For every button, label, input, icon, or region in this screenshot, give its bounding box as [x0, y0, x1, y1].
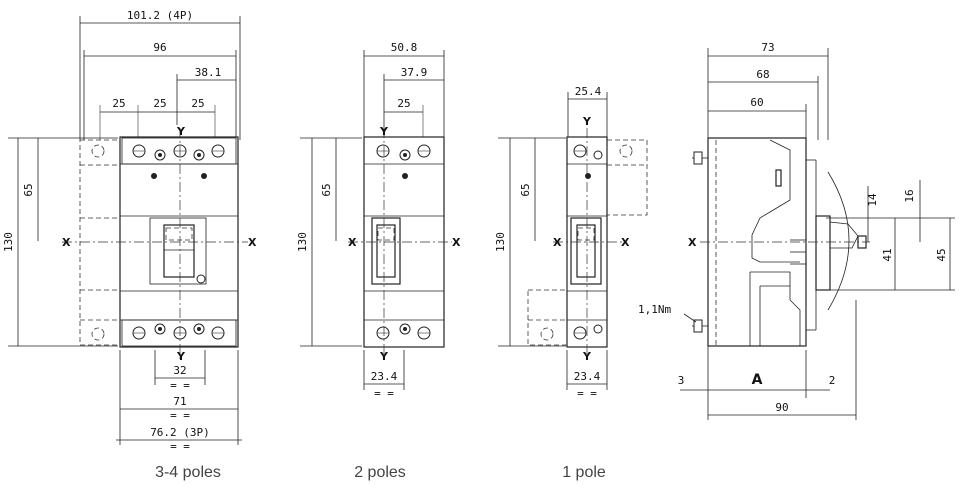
caption-2-poles: 2 poles	[354, 464, 406, 481]
dim-pitch-2p: 25	[397, 97, 410, 110]
dim-height-130: 130	[2, 232, 15, 252]
dim-bottom-71: 71	[173, 395, 186, 408]
eq-mark-71: = =	[170, 409, 190, 422]
dim-left-3: 3	[678, 374, 685, 387]
one-pole-view: 25.4 65 130 X X Y Y 23.4	[494, 85, 648, 481]
caption-1-pole: 1 pole	[562, 464, 606, 481]
dim-h-41: 41	[881, 248, 894, 261]
two-pole-view: 50.8 37.9 25 65 130 X X Y Y 23.4 = =	[296, 41, 461, 481]
dim-bottom-32: 32	[173, 364, 186, 377]
dim-bottom-3p: 76.2 (3P)	[150, 426, 210, 439]
label-a: A	[752, 372, 763, 388]
dim-height-65-1p: 65	[519, 183, 532, 196]
dim-depth-73: 73	[761, 41, 774, 54]
dim-width-4p: 101.2 (4P)	[127, 9, 193, 22]
dim-width-37-9: 37.9	[401, 66, 428, 79]
axis-x-right-1p: X	[621, 236, 630, 249]
eq-mark-2p: = =	[374, 387, 394, 400]
axis-y-bottom: Y	[176, 350, 186, 363]
axis-x-side: X	[688, 236, 697, 249]
torque-label: 1,1Nm	[638, 303, 671, 316]
axis-x-right: X	[248, 236, 257, 249]
axis-x-left-2p: X	[348, 236, 357, 249]
dim-right-2: 2	[829, 374, 836, 387]
dim-h-45: 45	[935, 248, 948, 261]
eq-mark-1p: = =	[577, 387, 597, 400]
dim-pitch-2: 25	[153, 97, 166, 110]
axis-x-left-1p: X	[553, 236, 562, 249]
dim-depth-60: 60	[750, 96, 763, 109]
axis-y-top: Y	[176, 125, 186, 138]
axis-x-left: X	[62, 236, 71, 249]
dim-h-16: 16	[903, 189, 916, 202]
caption-3-4-poles: 3-4 poles	[155, 464, 221, 481]
dim-height-130-2p: 130	[296, 232, 309, 252]
dim-height-65: 65	[22, 183, 35, 196]
axis-y-top-2p: Y	[379, 125, 389, 138]
dim-width-96: 96	[153, 41, 166, 54]
dim-depth-90: 90	[775, 401, 788, 414]
dim-height-130-1p: 130	[494, 232, 507, 252]
side-view: 73 68 60 1,1Nm X	[638, 41, 955, 420]
dim-height-65-2p: 65	[320, 183, 333, 196]
dim-depth-68: 68	[756, 68, 769, 81]
eq-mark-32: = =	[170, 379, 190, 392]
dim-bottom-23-4-2p: 23.4	[371, 370, 398, 383]
axis-y-top-1p: Y	[582, 115, 592, 128]
axis-y-bottom-1p: Y	[582, 350, 592, 363]
dim-h-14: 14	[866, 193, 879, 207]
dim-pitch-1: 25	[112, 97, 125, 110]
dim-width-50-8: 50.8	[391, 41, 418, 54]
axis-x-right-2p: X	[452, 236, 461, 249]
dim-width-25-4: 25.4	[575, 85, 602, 98]
dim-pitch-3: 25	[191, 97, 204, 110]
four-pole-view: 101.2 (4P) 96 38.1 25 25 25 65 130	[2, 9, 257, 481]
dim-bottom-23-4-1p: 23.4	[574, 370, 601, 383]
axis-y-bottom-2p: Y	[379, 350, 389, 363]
eq-mark-3p: = =	[170, 440, 190, 453]
dim-offset-38-1: 38.1	[195, 66, 222, 79]
